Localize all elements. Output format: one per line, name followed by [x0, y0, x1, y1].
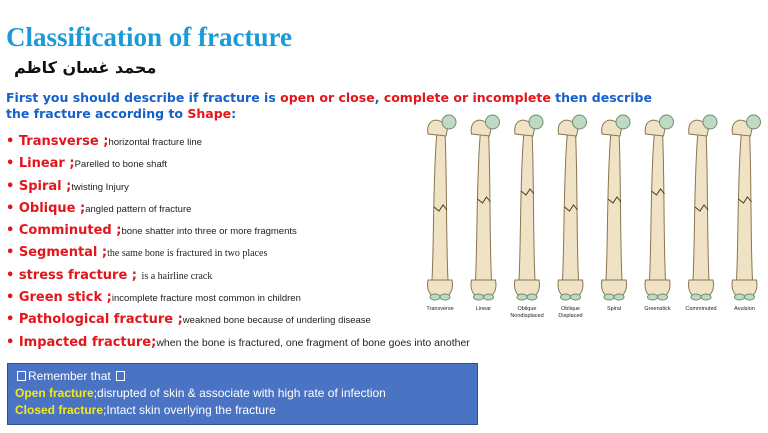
figure-label: Linear: [476, 306, 491, 312]
femur-bone: Avulsion: [731, 114, 761, 312]
separator: ;: [75, 200, 86, 216]
list-item: • Comminuted ;bone shatter into three or…: [6, 223, 297, 239]
figure-label: Avulsion: [734, 306, 755, 312]
list-item: • Impacted fracture;when the bone is fra…: [6, 334, 470, 350]
fracture-line: [520, 188, 535, 196]
callout-heading-row: Remember that: [15, 368, 470, 385]
fracture-term: Segmental: [18, 245, 98, 261]
separator: ;: [64, 156, 75, 172]
fracture-desc: horizontal fracture line: [108, 137, 202, 148]
intro-part: First you should describe if fracture is: [6, 90, 281, 105]
author-name: محمد غسان كاظم: [14, 58, 157, 77]
separator: ;: [111, 223, 122, 239]
checkbox-icon: [17, 371, 26, 381]
fracture-line: [433, 204, 448, 212]
list-item: • stress fracture ; is a hairline crack: [6, 267, 213, 283]
list-item: • Linear ;Parelled to bone shaft: [6, 156, 168, 172]
fracture-term: stress fracture: [18, 267, 128, 283]
fracture-desc: when the bone is fractured, one fragment…: [156, 336, 470, 349]
callout-open-row: Open fracture;disrupted of skin & associ…: [15, 385, 470, 402]
fracture-line: [607, 196, 622, 204]
fracture-term: Green stick: [18, 290, 103, 306]
list-item: • Segmental ;the same bone is fractured …: [6, 245, 268, 261]
fracture-line: [694, 204, 709, 212]
fracture-line: [738, 196, 752, 204]
fracture-term: Spiral: [18, 178, 62, 194]
list-item: • Pathological fracture ;weakned bone be…: [6, 312, 371, 328]
list-item: • Green stick ;incomplete fracture most …: [6, 290, 301, 306]
list-item: • Oblique ;angled pattern of fracture: [6, 200, 192, 216]
fracture-line: [651, 188, 665, 196]
figure-label: Nondisplaced: [510, 313, 543, 319]
fracture-desc: weakned bone because of underling diseas…: [182, 315, 371, 327]
intro-text: First you should describe if fracture is…: [6, 90, 676, 122]
figure-label: Transverse: [426, 306, 453, 312]
separator: ;: [151, 334, 157, 350]
femur-bone: Spiral: [601, 114, 631, 312]
figure-label: Spiral: [607, 306, 621, 312]
remember-callout: Remember that Open fracture;disrupted of…: [7, 363, 478, 425]
intro-open-close: open or close: [280, 90, 375, 105]
femur-bone: Linear: [470, 114, 500, 312]
fracture-desc: bone shatter into three or more fragment…: [121, 226, 297, 238]
fracture-desc: is a hairline crack: [141, 270, 213, 282]
intro-part: :: [231, 106, 237, 121]
femur-bone: Greenstick: [644, 114, 674, 312]
closed-fracture-desc: ;Intact skin overlying the fracture: [103, 403, 276, 417]
fracture-line: [477, 196, 491, 204]
intro-shape: Shape: [187, 106, 232, 121]
closed-fracture-label: Closed fracture: [15, 403, 104, 417]
figure-label: Oblique: [518, 306, 537, 312]
callout-closed-row: Closed fracture;Intact skin overlying th…: [15, 402, 470, 419]
separator: ;: [61, 178, 72, 194]
fracture-term: Transverse: [18, 134, 99, 149]
separator: ;: [127, 267, 142, 283]
fracture-term: Oblique: [18, 200, 76, 216]
fracture-type-list: • Transverse ;horizontal fracture line •…: [6, 129, 470, 352]
figure-label: Comminuted: [685, 306, 716, 312]
intro-complete: complete or incomplete: [383, 90, 551, 105]
checkbox-icon: [116, 371, 126, 381]
fracture-term: Pathological fracture: [18, 312, 174, 328]
callout-heading: Remember that: [28, 369, 111, 383]
open-fracture-label: Open fracture: [15, 386, 94, 400]
fracture-term: Impacted fracture: [18, 334, 152, 350]
separator: ;: [97, 245, 108, 261]
fracture-desc: the same bone is fractured in two places: [107, 248, 268, 260]
fracture-desc: Parelled to bone shaft: [74, 159, 168, 171]
open-fracture-desc: ;disrupted of skin & associate with high…: [93, 386, 386, 400]
fracture-desc: incomplete fracture most common in child…: [111, 293, 301, 305]
list-item: • Spiral ;twisting Injury: [6, 178, 129, 194]
figure-label: Oblique: [561, 306, 580, 312]
fracture-term: Linear: [18, 156, 65, 172]
separator: ;: [173, 312, 183, 328]
list-item: • Transverse ;horizontal fracture line: [6, 134, 202, 149]
separator: ;: [102, 290, 112, 306]
femur-bone: Comminuted: [685, 114, 718, 312]
separator: ;: [98, 134, 109, 149]
intro-part: ,: [374, 90, 384, 105]
fracture-term: Comminuted: [18, 223, 112, 239]
fracture-desc: twisting Injury: [71, 181, 129, 193]
femur-bone: Transverse: [426, 114, 457, 312]
figure-label: Greenstick: [644, 306, 671, 312]
fracture-line: [564, 204, 578, 212]
fracture-desc: angled pattern of fracture: [85, 203, 192, 215]
figure-label: Displaced: [558, 313, 582, 319]
slide-title: Classification of fracture: [6, 22, 292, 52]
intro-part: then describe the fracture according to: [6, 90, 652, 121]
